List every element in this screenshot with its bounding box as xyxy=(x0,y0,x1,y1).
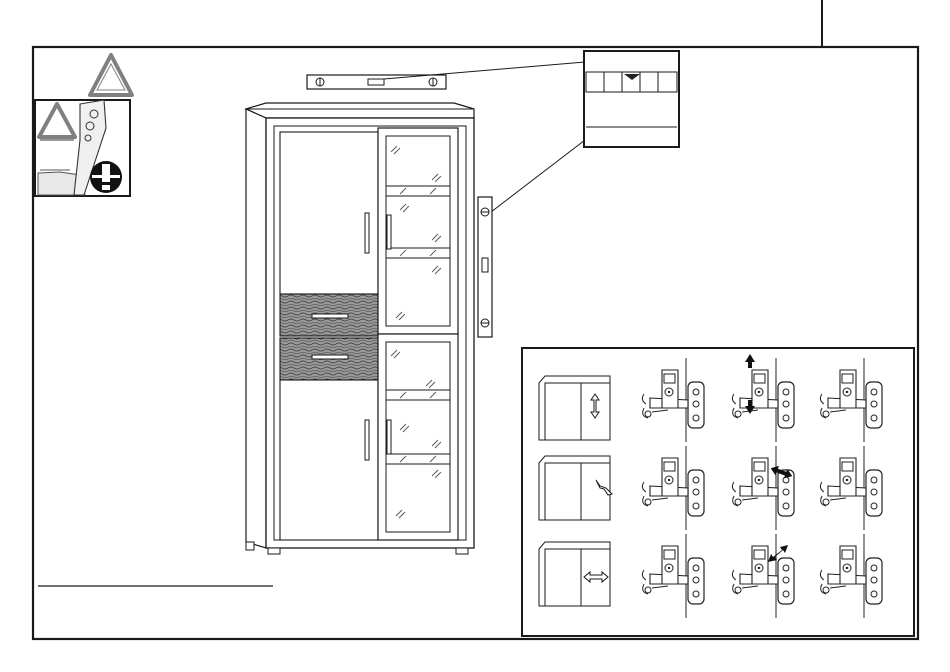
cabinet-adjust-row-1 xyxy=(539,376,610,440)
warning-detail-box xyxy=(35,100,130,196)
upper-glass-door xyxy=(378,128,458,334)
drawer-upper xyxy=(280,294,378,336)
spirit-level-horizontal xyxy=(307,75,446,89)
level-zoom-box xyxy=(584,51,679,147)
cabinet-drawing xyxy=(246,103,474,554)
lower-left-door xyxy=(280,380,378,540)
spirit-level-vertical xyxy=(478,197,492,337)
upper-left-door xyxy=(280,132,378,294)
cabinet-adjust-row-3 xyxy=(539,542,610,606)
callout-line-side xyxy=(491,140,585,212)
upper-door-handle xyxy=(365,213,369,253)
lower-glass-door xyxy=(378,334,458,540)
exclamation-circle-icon xyxy=(90,161,122,193)
drawer-lower xyxy=(280,338,378,380)
lower-door-handle xyxy=(365,420,369,460)
warning-triangle-icon xyxy=(90,55,132,95)
hinge-adjustment-panel xyxy=(522,348,914,636)
callout-line-top xyxy=(384,62,585,79)
cabinet-adjust-row-2 xyxy=(539,456,612,520)
